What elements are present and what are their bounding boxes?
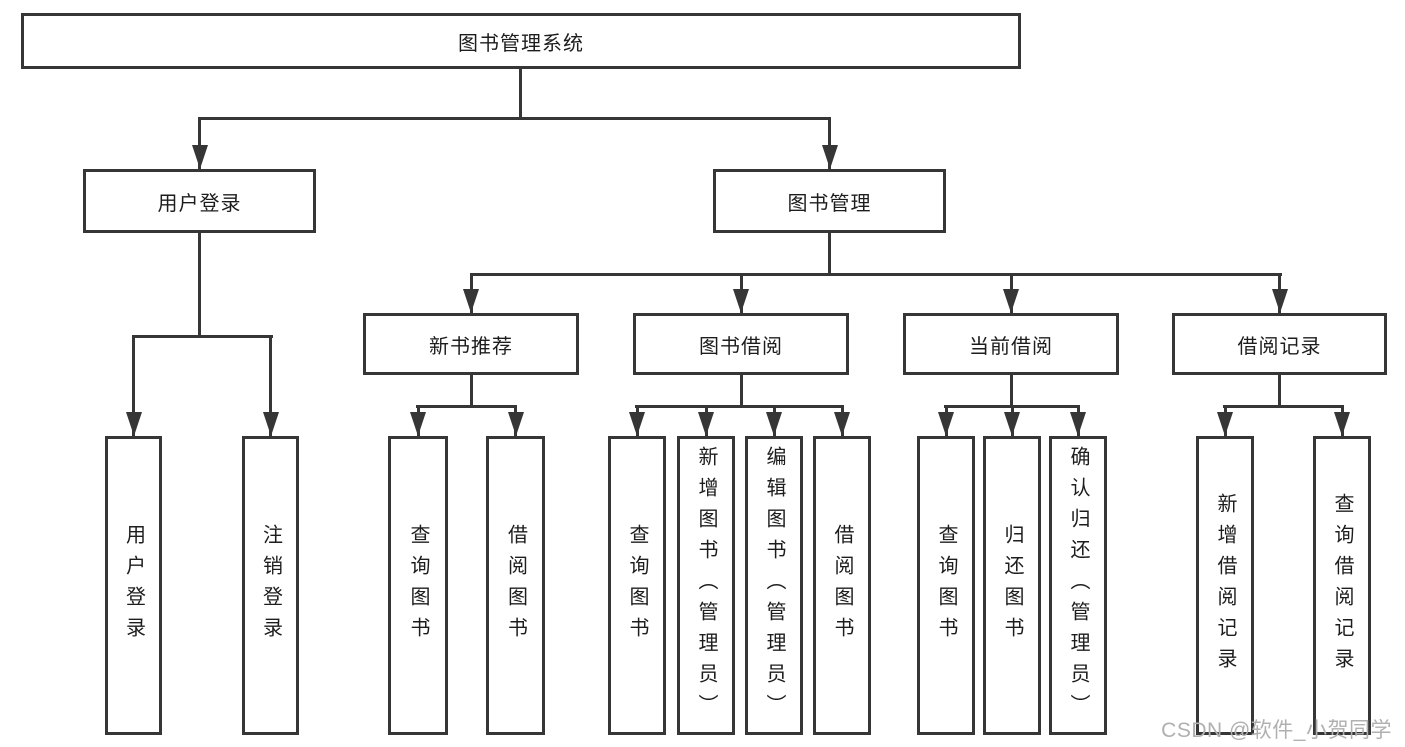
connector-branch-book-mgmt: [470, 273, 1282, 276]
arrow-down-br-query: [1334, 412, 1350, 436]
arrow-down-cb-query: [938, 412, 954, 436]
node-leaf-bb-query-books: 查询图书: [608, 436, 666, 735]
connector-branch-root: [198, 117, 831, 120]
arrow-down-bb-edit: [766, 412, 782, 436]
arrow-down-book-borrow: [733, 289, 749, 313]
connector-branch-user-login: [132, 335, 273, 338]
connector-stem-user-login: [198, 233, 201, 335]
connector-branch-borrow-records: [1223, 405, 1343, 408]
connector-stem-borrow-records: [1278, 375, 1281, 405]
node-user-login: 用户登录: [83, 169, 316, 233]
node-borrowing-records: 借阅记录: [1172, 313, 1387, 375]
connector-stem-root: [519, 69, 522, 117]
connector-stem-current-borrow: [1010, 375, 1013, 405]
arrow-down-cb-return: [1004, 412, 1020, 436]
node-leaf-user-login: 用户登录: [105, 436, 162, 735]
arrow-down-br-add: [1217, 412, 1233, 436]
connector-drop-user-login: [198, 117, 201, 169]
arrow-down-nb-borrow: [508, 412, 524, 436]
arrow-down-nb-query: [410, 412, 426, 436]
arrow-down-bb-borrow: [834, 412, 850, 436]
arrow-down-new-book: [463, 289, 479, 313]
arrow-down-book-mgmt: [822, 145, 838, 169]
connector-drop-logout: [269, 335, 272, 436]
node-leaf-cb-return-books: 归还图书: [983, 436, 1041, 735]
connector-drop-login: [132, 335, 135, 436]
node-new-book-recommend: 新书推荐: [363, 313, 579, 375]
connector-drop-book-mgmt: [828, 117, 831, 169]
node-leaf-nb-borrow-books: 借阅图书: [486, 436, 545, 735]
arrow-down-bb-query: [629, 412, 645, 436]
arrow-down-login: [126, 412, 142, 436]
node-current-borrowing: 当前借阅: [903, 313, 1119, 375]
node-book-management: 图书管理: [713, 169, 946, 233]
node-leaf-cb-confirm-return-admin: 确认归还（管理员）: [1049, 436, 1107, 735]
node-library-system: 图书管理系统: [21, 13, 1021, 69]
arrow-down-borrow-records: [1272, 289, 1288, 313]
connector-stem-book-borrow: [740, 375, 743, 405]
connector-stem-new-book: [470, 375, 473, 405]
arrow-down-user-login: [192, 145, 208, 169]
node-leaf-nb-query-books: 查询图书: [388, 436, 448, 735]
arrow-down-current-borrow: [1003, 289, 1019, 313]
connector-branch-new-book: [416, 405, 517, 408]
csdn-watermark: CSDN @软件_小贺同学: [1161, 719, 1392, 742]
arrow-down-cb-confirm: [1070, 412, 1086, 436]
connector-branch-book-borrow: [635, 405, 843, 408]
node-leaf-logout: 注销登录: [242, 436, 299, 735]
node-leaf-br-add-record: 新增借阅记录: [1196, 436, 1254, 735]
arrow-down-bb-add: [698, 412, 714, 436]
node-leaf-bb-borrow-books: 借阅图书: [813, 436, 871, 735]
arrow-down-logout: [263, 412, 279, 436]
node-book-borrowing: 图书借阅: [633, 313, 849, 375]
node-leaf-bb-edit-books-admin: 编辑图书（管理员）: [745, 436, 803, 735]
connector-stem-book-mgmt: [828, 233, 831, 273]
node-leaf-br-query-record: 查询借阅记录: [1313, 436, 1371, 735]
node-leaf-cb-query-books: 查询图书: [917, 436, 975, 735]
node-leaf-bb-add-books-admin: 新增图书（管理员）: [677, 436, 735, 735]
